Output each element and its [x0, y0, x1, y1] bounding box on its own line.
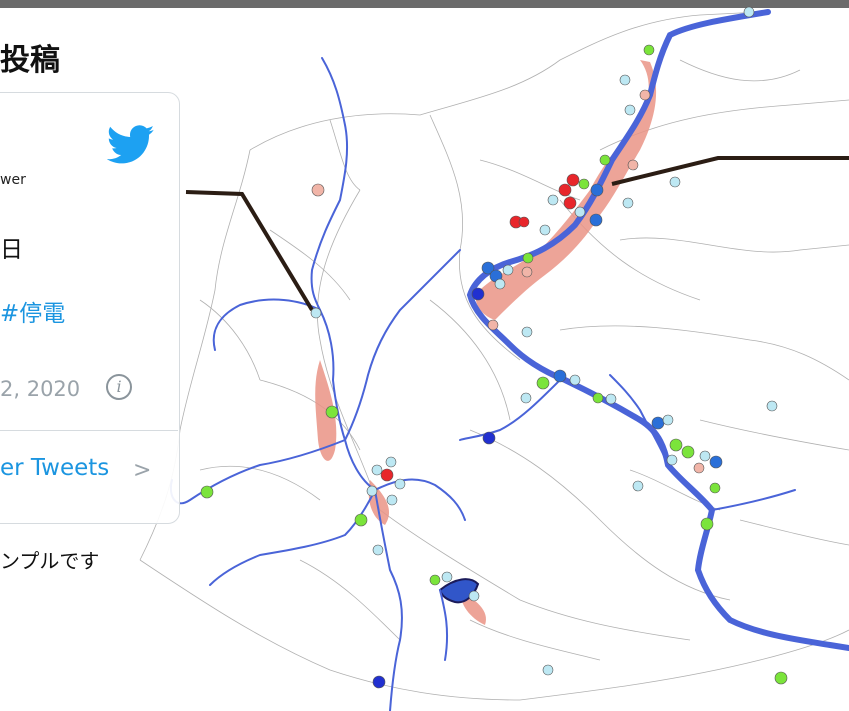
marker-green [774, 671, 788, 685]
marker-green [354, 513, 368, 527]
tweet-text-fragment: 日 [0, 237, 23, 263]
tweet-embed-card[interactable] [0, 92, 180, 524]
marker-dark-blue [482, 431, 496, 445]
marker-light-blue [494, 278, 506, 290]
marker-green [599, 154, 611, 166]
marker-light-blue [624, 104, 636, 116]
markers[interactable] [200, 6, 788, 689]
more-tweets-link[interactable]: er Tweets [0, 455, 110, 481]
marker-light-blue [394, 478, 406, 490]
marker-dark-blue [372, 675, 386, 689]
marker-light-blue [502, 264, 514, 276]
tweet-hashtag-link[interactable]: #停電 [0, 301, 66, 327]
marker-red [566, 173, 580, 187]
marker-light-blue [521, 326, 533, 338]
tweet-title-fragment: 投稿 [0, 43, 60, 78]
marker-blue [709, 455, 723, 469]
info-icon[interactable]: i [106, 374, 132, 400]
marker-light-blue [310, 307, 322, 319]
card-divider [0, 430, 178, 431]
marker-green [643, 44, 655, 56]
marker-light-blue [366, 485, 378, 497]
marker-light-blue [386, 494, 398, 506]
marker-light-blue [743, 6, 755, 18]
chevron-right-icon[interactable]: > [133, 458, 152, 483]
marker-light-blue [468, 590, 480, 602]
marker-green [578, 178, 590, 190]
marker-pink [311, 183, 325, 197]
marker-green [200, 485, 214, 499]
marker-light-blue [662, 414, 674, 426]
marker-light-blue [632, 480, 644, 492]
marker-green [709, 482, 721, 494]
flood-areas [315, 60, 657, 625]
main-river [466, 9, 849, 651]
top-bar [0, 0, 849, 8]
marker-light-blue [547, 194, 559, 206]
marker-light-blue [385, 456, 397, 468]
marker-light-blue [669, 176, 681, 188]
marker-light-blue [520, 392, 532, 404]
marker-light-blue [569, 374, 581, 386]
marker-green [429, 574, 441, 586]
marker-light-blue [371, 464, 383, 476]
marker-green [592, 392, 604, 404]
marker-red [563, 196, 577, 210]
marker-light-blue [619, 74, 631, 86]
marker-green [522, 252, 534, 264]
marker-dark-blue [471, 287, 485, 301]
marker-light-blue [539, 224, 551, 236]
marker-green [681, 445, 695, 459]
marker-green [536, 376, 550, 390]
rivers [170, 9, 849, 711]
marker-green [700, 517, 714, 531]
marker-red [558, 183, 572, 197]
reservoir-area [438, 578, 480, 604]
marker-blue [589, 213, 603, 227]
callout-line-left [185, 190, 314, 312]
twitter-bird-icon[interactable] [107, 124, 155, 166]
marker-blue [553, 369, 567, 383]
marker-light-blue [542, 664, 554, 676]
marker-light-blue [441, 571, 453, 583]
marker-red [518, 216, 530, 228]
marker-blue [481, 261, 495, 275]
marker-light-blue [605, 393, 617, 405]
marker-pink [627, 159, 639, 171]
marker-light-blue [666, 454, 678, 466]
caption-text: ンプルです [0, 549, 100, 573]
tweet-username-fragment: wer [0, 172, 26, 188]
tweet-date[interactable]: 2, 2020 [0, 377, 81, 401]
marker-red [380, 468, 394, 482]
callout-line-right [611, 156, 849, 186]
marker-light-blue [574, 206, 586, 218]
marker-light-blue [622, 197, 634, 209]
boundary-lines [139, 11, 849, 701]
marker-light-blue [372, 544, 384, 556]
marker-pink [639, 89, 651, 101]
marker-blue [651, 416, 665, 430]
callout-lines [185, 156, 849, 312]
marker-green [669, 438, 683, 452]
marker-pink [693, 462, 705, 474]
marker-pink [521, 266, 533, 278]
marker-light-blue [766, 400, 778, 412]
marker-pink [487, 319, 499, 331]
marker-light-blue [699, 450, 711, 462]
marker-blue [590, 183, 604, 197]
marker-green [325, 405, 339, 419]
